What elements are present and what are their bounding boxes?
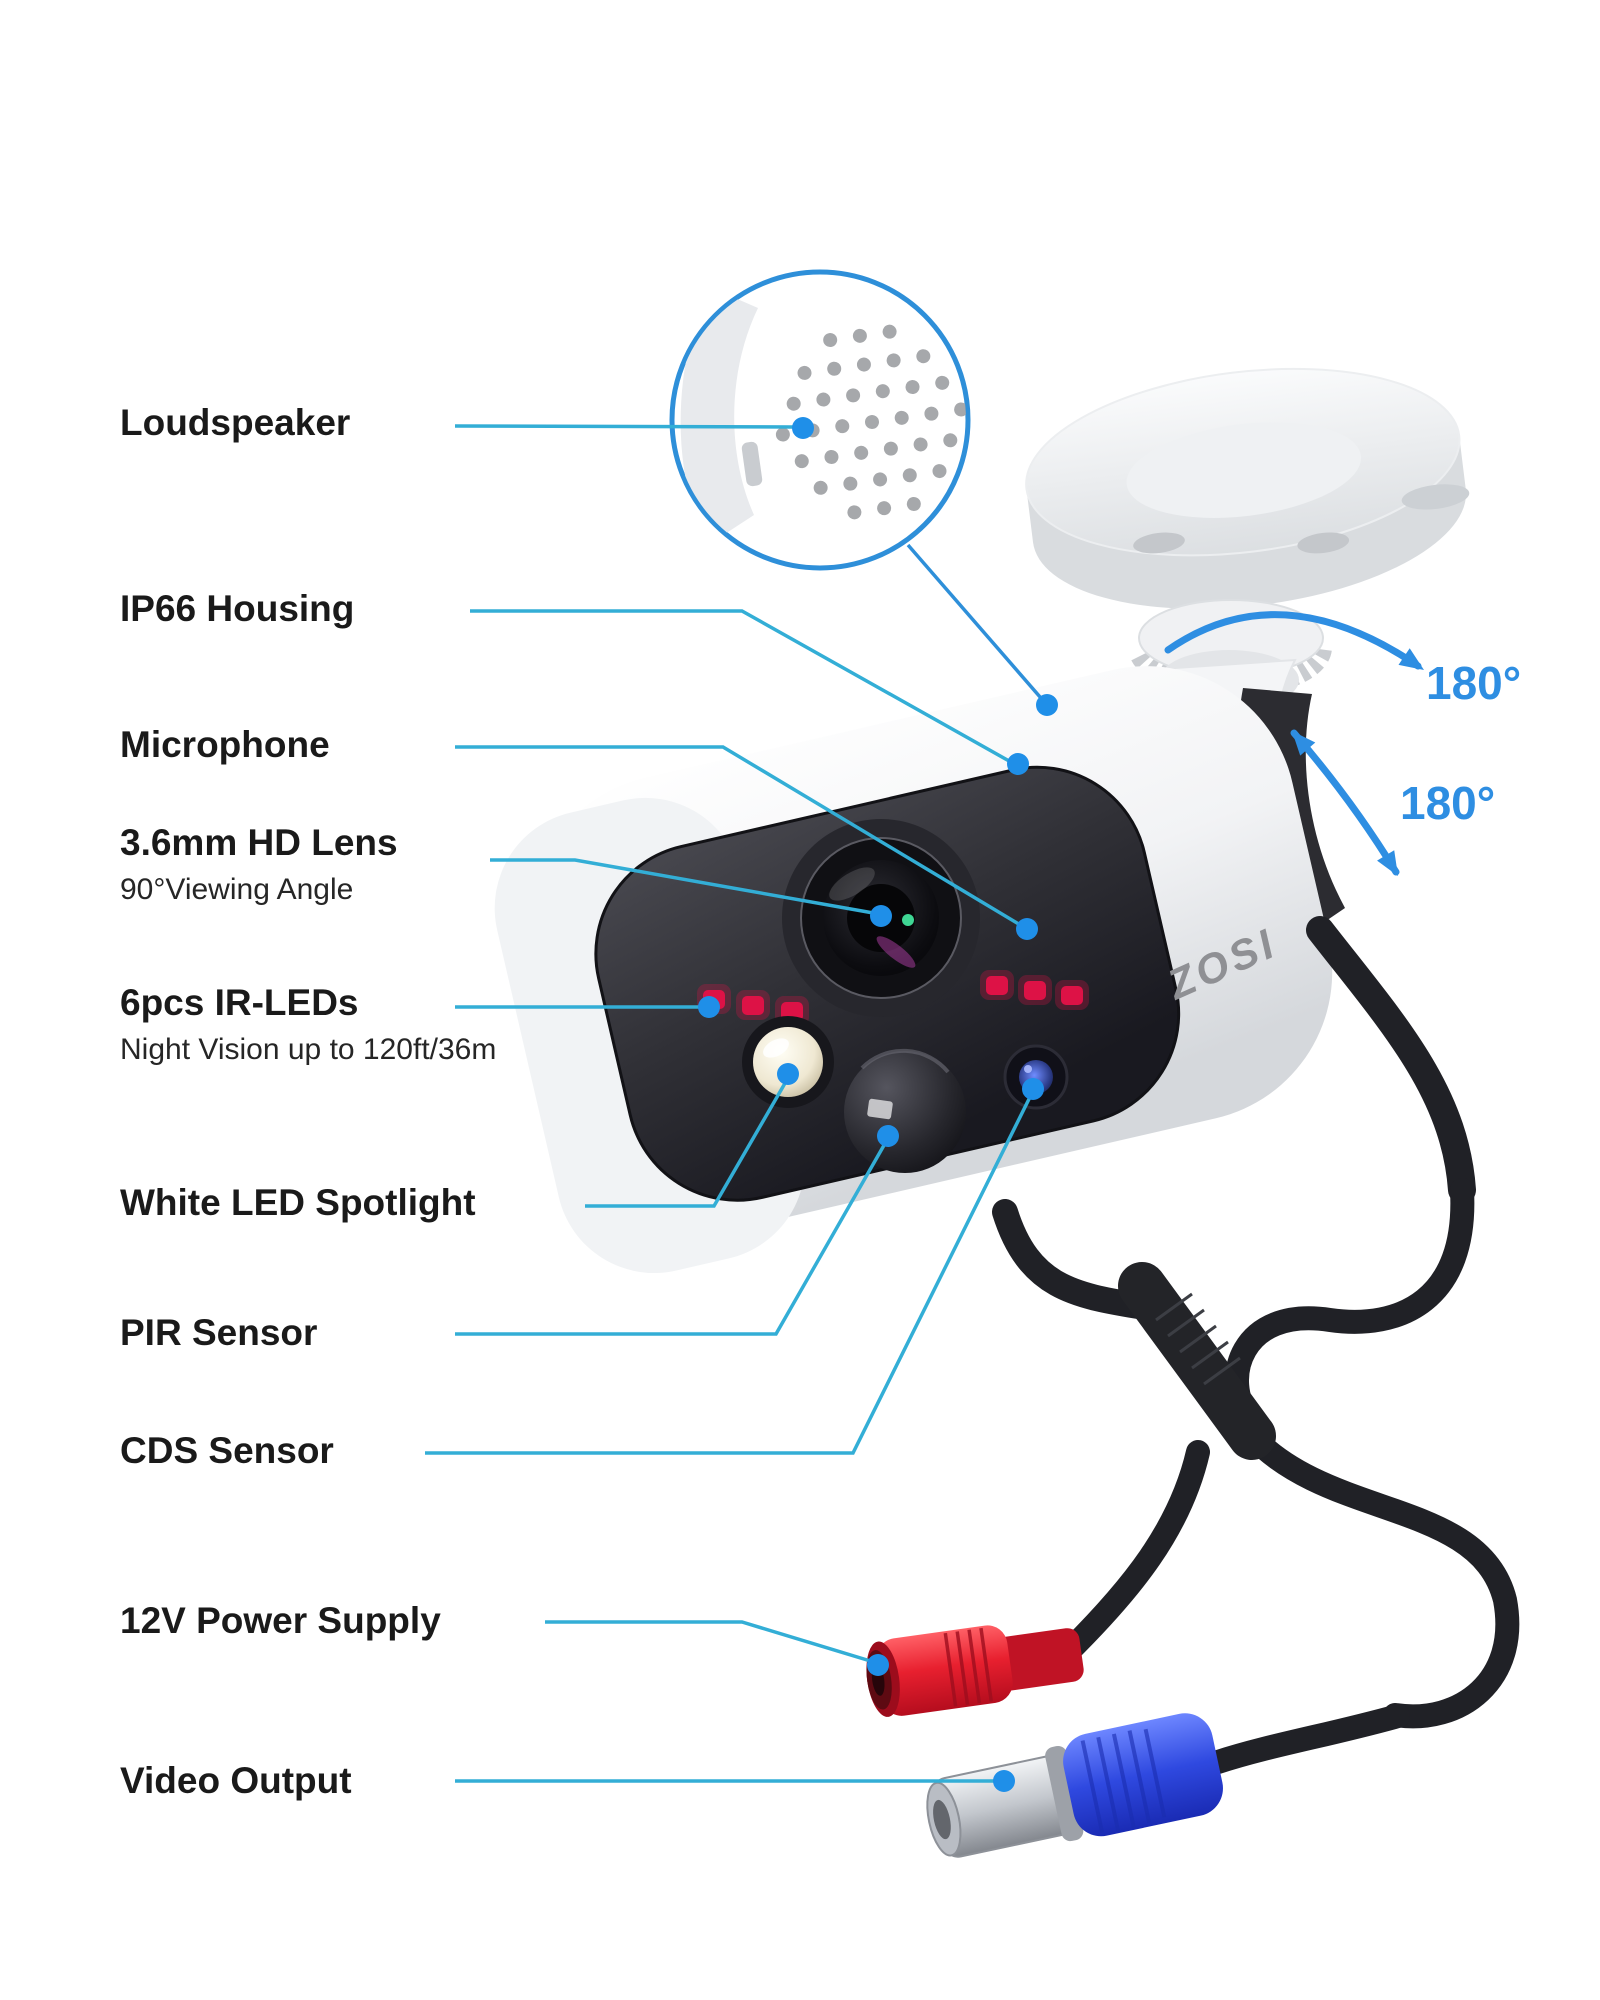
speaker-hole (935, 375, 950, 390)
speaker-hole (797, 365, 812, 380)
label-cds-sensor: CDS Sensor (120, 1430, 334, 1471)
speaker-hole (816, 392, 831, 407)
ir-led (1061, 986, 1083, 1005)
speaker-hole (877, 501, 892, 516)
speaker-hole (794, 454, 809, 469)
label-lens-title: 3.6mm HD Lens (120, 822, 398, 863)
speaker-hole (775, 427, 790, 442)
rotation-arc-top (1164, 611, 1422, 670)
label-microphone: Microphone (120, 724, 330, 765)
spotlight-line (585, 1077, 790, 1208)
speaker-hole (886, 353, 901, 368)
rotation-label-side: 180° (1400, 777, 1496, 829)
speaker-hole (865, 415, 879, 429)
lens-line (490, 858, 880, 916)
callout-lines (425, 424, 1049, 1783)
cds-line (425, 1092, 1034, 1455)
label-spotlight: White LED Spotlight (120, 1182, 476, 1223)
speaker-hole (883, 441, 898, 456)
mount-base (1025, 367, 1470, 609)
label-lens: 3.6mm HD Lens 90°Viewing Angle (120, 822, 398, 907)
speaker-hole (882, 324, 897, 339)
ir-led (742, 996, 764, 1015)
speaker-hole (954, 402, 966, 417)
speaker-hole (813, 480, 828, 495)
speaker-hole (924, 406, 939, 421)
ip66-line (470, 609, 1019, 768)
pir-line (455, 1139, 889, 1336)
microphone-line (455, 745, 1028, 931)
speaker-hole (902, 468, 917, 483)
speaker-hole (916, 349, 931, 364)
speaker-hole (846, 388, 861, 403)
label-loudspeaker: Loudspeaker (120, 402, 351, 443)
label-ir-leds-title: 6pcs IR-LEDs (120, 982, 359, 1023)
speaker-hole (854, 445, 869, 460)
speaker-hole (847, 505, 862, 520)
speaker-hole (823, 333, 838, 348)
cables (992, 916, 1520, 1774)
magnifier-connector-line (906, 543, 1049, 707)
label-power: 12V Power Supply (120, 1600, 441, 1641)
speaker-hole (843, 476, 858, 491)
mount-screw-hole (1297, 532, 1350, 554)
loudspeaker-line (454, 424, 794, 429)
speaker-hole (875, 384, 890, 399)
speaker-hole (827, 361, 842, 376)
callout-dots (698, 417, 1058, 1792)
speaker-hole (824, 449, 839, 464)
video-connector (926, 1713, 1223, 1858)
cable-junction (1118, 1262, 1276, 1460)
speaker-hole (905, 380, 920, 395)
loudspeaker-magnifier (669, 269, 971, 571)
label-ir-leds: 6pcs IR-LEDs Night Vision up to 120ft/36… (120, 982, 496, 1067)
label-video: Video Output (120, 1760, 352, 1801)
label-ir-leds-sub: Night Vision up to 120ft/36m (120, 1032, 497, 1066)
rotation-arrowheads (1292, 648, 1424, 876)
pir-sensor-dome (844, 1048, 966, 1173)
rotation-label-top: 180° (1426, 657, 1522, 709)
mount-screw-hole (1401, 484, 1470, 510)
speaker-hole (913, 437, 928, 452)
power-connector (866, 1625, 1084, 1717)
label-lens-sub: 90°Viewing Angle (120, 872, 354, 906)
lens-status-dot (902, 914, 914, 926)
speaker-hole (835, 419, 850, 434)
power-line (545, 1620, 878, 1665)
white-led-spotlight (742, 1016, 834, 1108)
label-ip66-housing: IP66 Housing (120, 588, 355, 629)
speaker-hole (943, 433, 958, 448)
speaker-hole (894, 410, 909, 425)
ir-led (986, 976, 1008, 995)
speaker-hole-grid (775, 324, 966, 520)
speaker-hole (786, 396, 801, 411)
speaker-hole (856, 357, 871, 372)
label-pir-sensor: PIR Sensor (120, 1312, 318, 1353)
mount-screw-hole (1133, 532, 1185, 554)
speaker-hole (906, 496, 921, 511)
speaker-hole (852, 328, 867, 343)
speaker-hole (932, 464, 947, 479)
speaker-hole (873, 472, 888, 487)
ir-led (1024, 981, 1046, 1000)
magnified-body-edge (680, 288, 758, 545)
